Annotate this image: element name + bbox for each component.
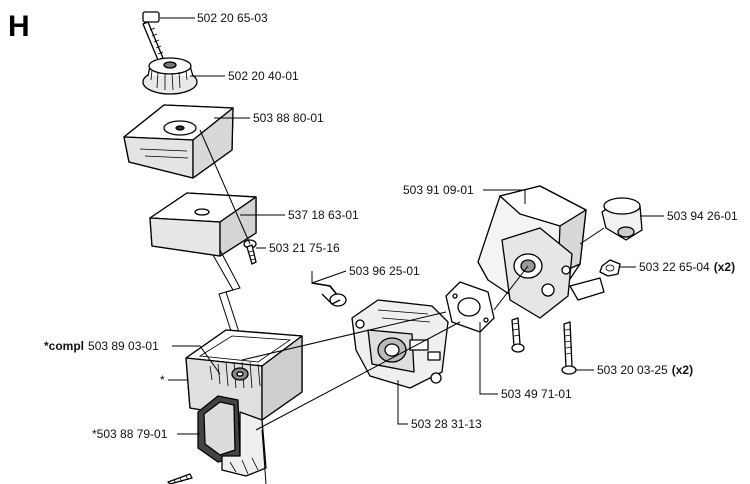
guide-rod-line-2 [219, 249, 249, 361]
label-bolt-top: 502 20 65-03 [197, 11, 268, 25]
label-compl-prefix: *compl [44, 339, 84, 353]
label-star-marker: * [160, 373, 165, 387]
axis-line-manifold [493, 265, 529, 311]
housing-part [185, 329, 303, 421]
knob-part [142, 57, 198, 95]
label-link-rod: 503 96 25-01 [349, 264, 420, 278]
label-filter-cover: 503 88 80-01 [253, 111, 324, 125]
label-nut: 503 22 65-04 (x2) [639, 260, 735, 274]
leader-carburetor [397, 380, 408, 425]
label-gasket: 503 49 71-01 [501, 387, 572, 401]
label-filter: 537 18 63-01 [288, 208, 359, 222]
label-choke-lever: 503 94 26-01 [667, 209, 738, 223]
section-letter: H [8, 10, 30, 43]
bottom-screw-part [167, 473, 193, 484]
link-rod-part [311, 282, 347, 307]
filter-part [149, 192, 257, 257]
label-carburetor: 503 28 31-13 [411, 417, 482, 431]
axis-line-choke [579, 227, 605, 245]
label-compl-number: 503 89 03-01 [88, 339, 159, 353]
carburetor-part [351, 299, 449, 389]
label-handle: *503 88 79-01 [92, 427, 168, 441]
screw-left-part [511, 317, 525, 353]
leader-gasket [479, 322, 498, 395]
axis-line-carb [241, 311, 447, 361]
label-screw-small: 503 21 75-16 [269, 241, 340, 255]
label-screw-long: 503 20 03-25 (x2) [597, 363, 693, 377]
label-screw-long-number: 503 20 03-25 [597, 363, 668, 377]
axis-line-filter [199, 129, 251, 245]
label-manifold: 503 91 09-01 [403, 183, 474, 197]
bolt-top-part [142, 11, 164, 61]
label-screw-long-qty: (x2) [672, 363, 693, 377]
screw-long-part [561, 321, 577, 375]
choke-lever-part [601, 197, 643, 241]
filter-cover-part [123, 104, 234, 179]
handle-part [197, 395, 267, 477]
axis-line-down [261, 429, 267, 484]
leader-link-rod [311, 270, 347, 284]
label-knob: 502 20 40-01 [228, 69, 299, 83]
label-nut-qty: (x2) [714, 260, 735, 274]
axis-line-lower [255, 321, 461, 431]
label-nut-number: 503 22 65-04 [639, 260, 710, 274]
label-compl: *compl 503 89 03-01 [44, 339, 159, 353]
intake-manifold-part [477, 185, 605, 319]
gasket-part [445, 281, 495, 333]
nut-part [599, 259, 621, 277]
leader-manifold [483, 189, 526, 204]
leader-compl [172, 345, 221, 375]
